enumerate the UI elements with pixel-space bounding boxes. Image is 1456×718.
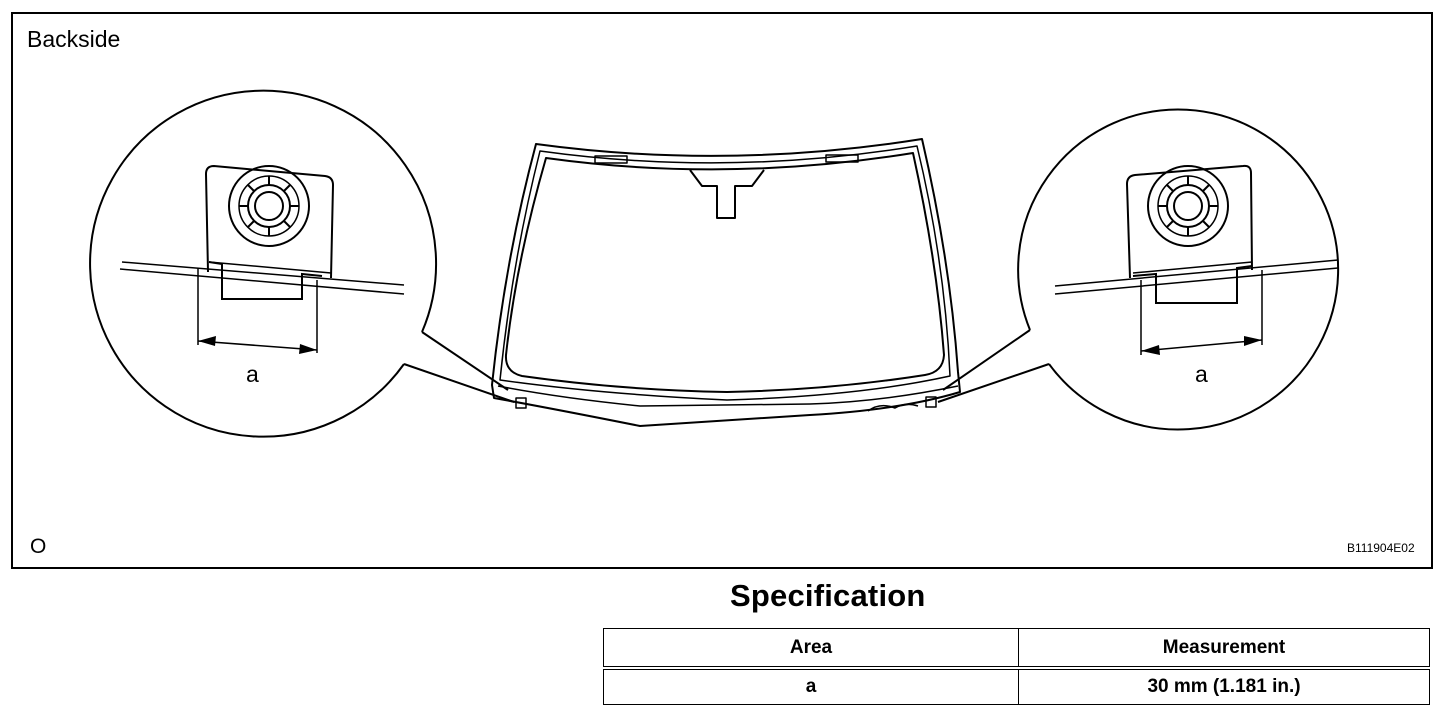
table-header-row: Area Measurement <box>603 628 1430 670</box>
corner-mark: O <box>30 535 46 558</box>
header-measurement: Measurement <box>1018 628 1430 670</box>
header-area: Area <box>603 628 1019 670</box>
specification-title: Specification <box>730 578 926 613</box>
windshield-diagram: Backside O B111904E02 <box>11 12 1433 569</box>
table-row: a 30 mm (1.181 in.) <box>603 667 1430 705</box>
figure-frame <box>11 12 1433 569</box>
figure-code: B111904E02 <box>1347 541 1415 555</box>
specification-table: Area Measurement a 30 mm (1.181 in.) <box>603 628 1430 705</box>
figure-heading: Backside <box>27 26 120 52</box>
left-detail-callout <box>89 89 515 438</box>
right-detail-callout <box>937 108 1340 431</box>
right-dimension-label: a <box>1195 361 1208 387</box>
left-dimension-label: a <box>246 361 259 387</box>
cell-measurement: 30 mm (1.181 in.) <box>1018 667 1430 705</box>
cell-area: a <box>603 667 1019 705</box>
windshield-glass <box>491 138 961 427</box>
